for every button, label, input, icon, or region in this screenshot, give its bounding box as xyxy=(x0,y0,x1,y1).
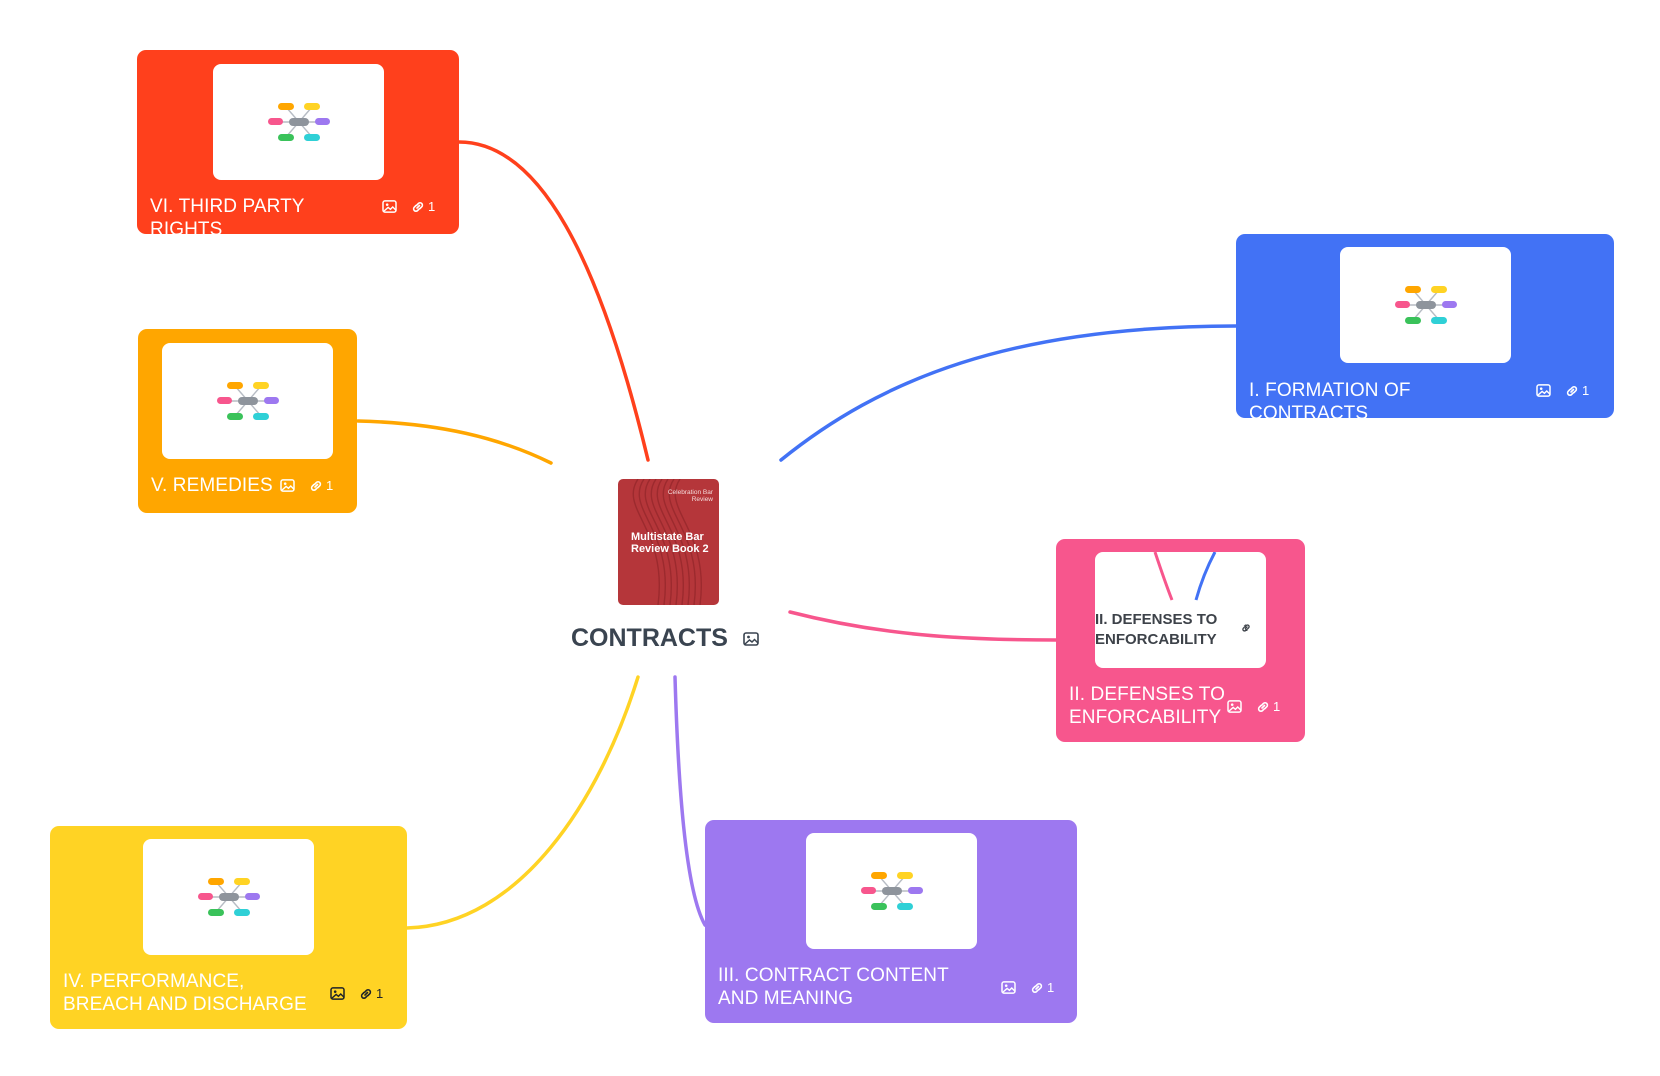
topic-title: III. CONTRACT CONTENT AND MEANING xyxy=(718,965,949,1009)
link-count: 1 xyxy=(1047,980,1055,995)
image-icon[interactable] xyxy=(280,479,295,492)
mindmap-icon xyxy=(267,103,330,141)
link-indicator[interactable]: 1 xyxy=(1565,383,1589,398)
link-count: 1 xyxy=(1273,699,1281,714)
topic-title: VI. THIRD PARTY RIGHTS xyxy=(150,196,305,240)
topic-node-third-party-rights[interactable]: VI. THIRD PARTY RIGHTS 1 xyxy=(137,50,459,240)
topic-node-remedies[interactable]: V. REMEDIES 1 xyxy=(138,329,357,513)
connector-formation xyxy=(779,324,1238,462)
preview-title: II. DEFENSES TO ENFORCABILITY xyxy=(1095,611,1218,648)
topic-node-contract-content-and-meaning[interactable]: III. CONTRACT CONTENT AND MEANING 1 xyxy=(705,820,1077,1023)
image-icon[interactable] xyxy=(382,200,397,213)
link-indicator[interactable]: 1 xyxy=(359,986,383,1001)
link-icon xyxy=(360,988,372,999)
mindmap-icon xyxy=(197,878,260,916)
link-icon xyxy=(1566,385,1578,396)
topic-preview-thumbnail: II. DEFENSES TO ENFORCABILITY 1 xyxy=(1095,552,1266,668)
link-count: 1 xyxy=(376,986,384,1001)
preview-link-indicator: 1 xyxy=(1241,623,1250,633)
topic-thumbnail xyxy=(806,833,977,949)
link-indicator[interactable]: 1 xyxy=(411,199,435,214)
link-icon xyxy=(1241,624,1250,632)
book-wave-pattern xyxy=(632,479,703,605)
topic-thumbnail xyxy=(162,343,333,459)
topic-title: IV. PERFORMANCE, BREACH AND DISCHARGE xyxy=(63,971,307,1015)
link-count: 1 xyxy=(428,199,436,214)
topic-meta: 1 xyxy=(280,478,333,493)
topic-thumbnail xyxy=(213,64,384,180)
connector-third-party xyxy=(457,140,650,462)
topic-meta: 1 xyxy=(330,986,383,1001)
image-icon[interactable] xyxy=(1536,384,1551,397)
book-title: Multistate Bar Review Book 2 xyxy=(631,531,709,555)
link-indicator[interactable]: 1 xyxy=(1256,699,1280,714)
connector-content xyxy=(673,675,707,927)
topic-node-formation-of-contracts[interactable]: I. FORMATION OF CONTRACTS 1 xyxy=(1236,234,1614,424)
image-icon[interactable] xyxy=(330,987,345,1000)
mindmap-icon xyxy=(1394,286,1457,324)
topic-meta: 1 xyxy=(1227,699,1280,714)
preview-connectors xyxy=(1153,552,1217,601)
link-icon xyxy=(412,201,424,212)
link-indicator[interactable]: 1 xyxy=(309,478,333,493)
topic-meta: 1 xyxy=(382,199,435,214)
mindmap-icon xyxy=(860,872,923,910)
topic-meta: 1 xyxy=(1536,383,1589,398)
link-icon xyxy=(310,480,322,491)
connector-remedies xyxy=(356,419,553,465)
link-icon xyxy=(1257,701,1269,712)
topic-thumbnail xyxy=(143,839,314,955)
mindmap-icon xyxy=(216,382,279,420)
topic-node-defenses-to-enforcability[interactable]: II. DEFENSES TO ENFORCABILITY 1 II. DEFE… xyxy=(1056,539,1305,742)
topic-node-performance-breach-and-discharge[interactable]: IV. PERFORMANCE, BREACH AND DISCHARGE 1 xyxy=(50,826,407,1029)
image-icon[interactable] xyxy=(1227,700,1242,713)
link-count: 1 xyxy=(326,478,334,493)
link-count: 1 xyxy=(1582,383,1590,398)
central-topic-title[interactable]: CONTRACTS xyxy=(571,624,728,652)
topic-meta: 1 xyxy=(1001,980,1054,995)
link-icon xyxy=(1031,982,1043,993)
central-book-cover[interactable]: Celebration Bar Review Multistate Bar Re… xyxy=(618,479,719,605)
book-publisher: Celebration Bar Review xyxy=(667,489,713,503)
link-indicator[interactable]: 1 xyxy=(1030,980,1054,995)
topic-title: I. FORMATION OF CONTRACTS xyxy=(1249,380,1411,424)
topic-title: II. DEFENSES TO ENFORCABILITY xyxy=(1069,684,1226,728)
connector-defenses xyxy=(788,610,1058,642)
topic-thumbnail xyxy=(1340,247,1511,363)
image-icon[interactable] xyxy=(743,632,759,651)
image-icon[interactable] xyxy=(1001,981,1016,994)
connector-performance xyxy=(405,675,640,930)
topic-title: V. REMEDIES xyxy=(151,475,273,496)
